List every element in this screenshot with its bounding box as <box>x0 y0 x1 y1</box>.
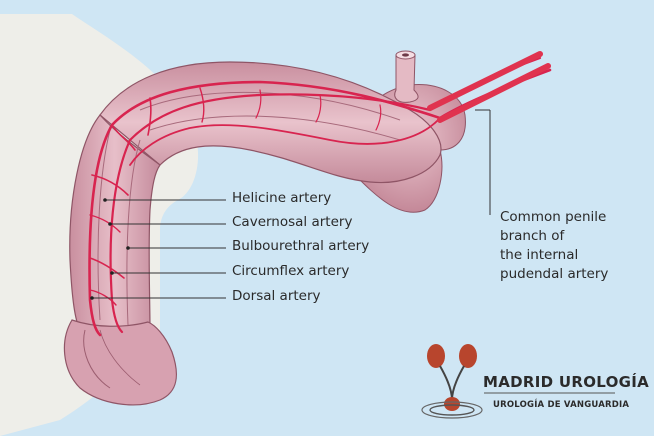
label-helicine-artery: Helicine artery <box>232 190 332 206</box>
common-penile-line-3: the internal <box>500 247 579 263</box>
leader-lines <box>92 109 491 299</box>
logo-name: MADRID UROLOGÍA <box>483 373 650 391</box>
label-dorsal-artery: Dorsal artery <box>232 288 321 304</box>
label-common-penile-branch: Common penile branch of the internal pud… <box>500 208 608 284</box>
label-bulbourethral-artery: Bulbourethral artery <box>232 238 370 254</box>
common-penile-line-1: Common penile <box>500 209 607 225</box>
logo-tagline: UROLOGÍA DE VANGUARDIA <box>493 400 630 410</box>
logo-mark <box>421 344 615 419</box>
label-cavernosal-artery: Cavernosal artery <box>232 214 353 230</box>
penile-shaft-lower <box>69 114 161 331</box>
common-penile-line-4: pudendal artery <box>500 266 609 282</box>
glans <box>63 319 178 406</box>
label-circumflex-artery: Circumflex artery <box>232 263 350 279</box>
penile-shaft-upper <box>99 61 442 184</box>
urethra-tube <box>394 54 419 103</box>
common-penile-line-2: branch of <box>500 228 565 244</box>
